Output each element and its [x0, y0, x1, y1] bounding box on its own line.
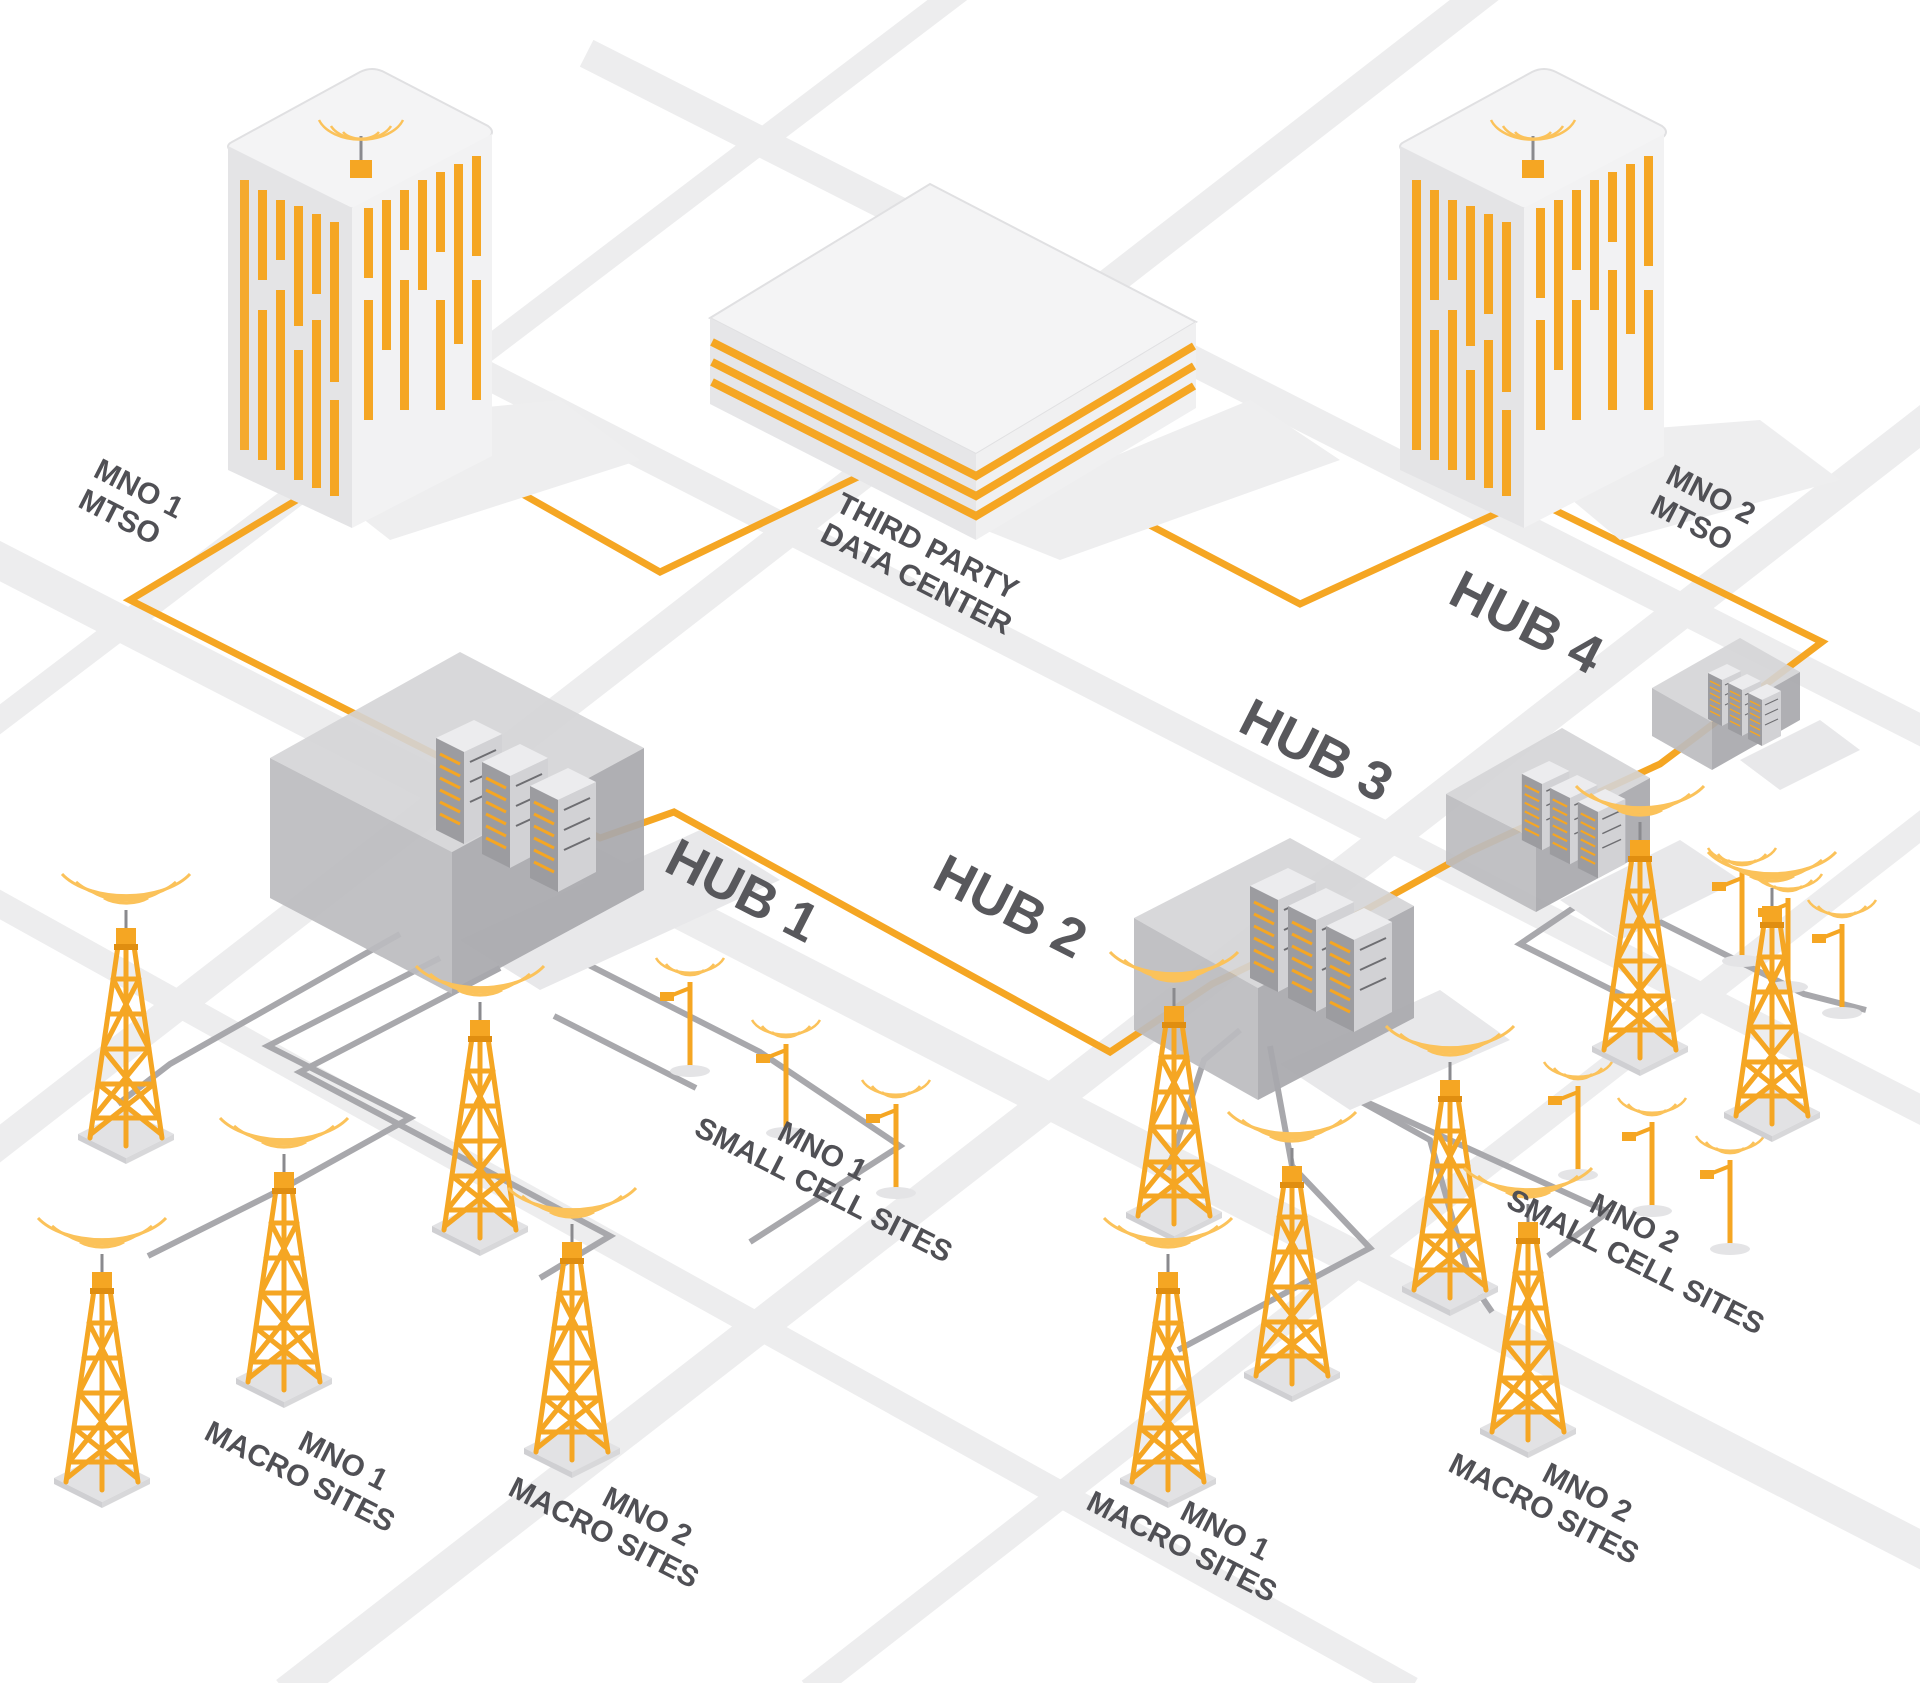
data-center-stripes: [710, 338, 1197, 521]
svg-text:MNO 1 MACRO SITES: MNO 1 MACRO SITES: [199, 1385, 415, 1539]
mno1-rooftop-antenna-icon: [317, 119, 405, 178]
hub4-building: [1652, 638, 1860, 790]
hub1-building: [270, 652, 780, 994]
hub2-label: HUB 2: [925, 843, 1097, 970]
macro-tower-icon: [416, 966, 544, 1256]
small-cell-pole-icon: [1618, 1098, 1686, 1217]
hub2-building: [1134, 838, 1510, 1110]
mno2-mtso-building: [1399, 68, 1840, 540]
small-cell-pole-icon: [656, 958, 724, 1077]
mno2-mtso-windows-left: [1412, 180, 1511, 496]
mno1-mtso-windows-right: [364, 156, 481, 420]
hub4-label: HUB 4: [1441, 559, 1613, 686]
mno1-mtso-building: [227, 68, 640, 540]
macro-tower-icon: [38, 1218, 166, 1508]
mno1-mtso-windows-left: [240, 180, 339, 496]
small-cell-pole-icon: [1696, 1136, 1764, 1255]
svg-text:MNO 1 MTSO: MNO 1 MTSO: [73, 453, 196, 560]
mno2-mtso-windows-right: [1536, 156, 1653, 430]
mno2-rooftop-antenna-icon: [1489, 119, 1577, 178]
data-center-building: [707, 182, 1340, 560]
